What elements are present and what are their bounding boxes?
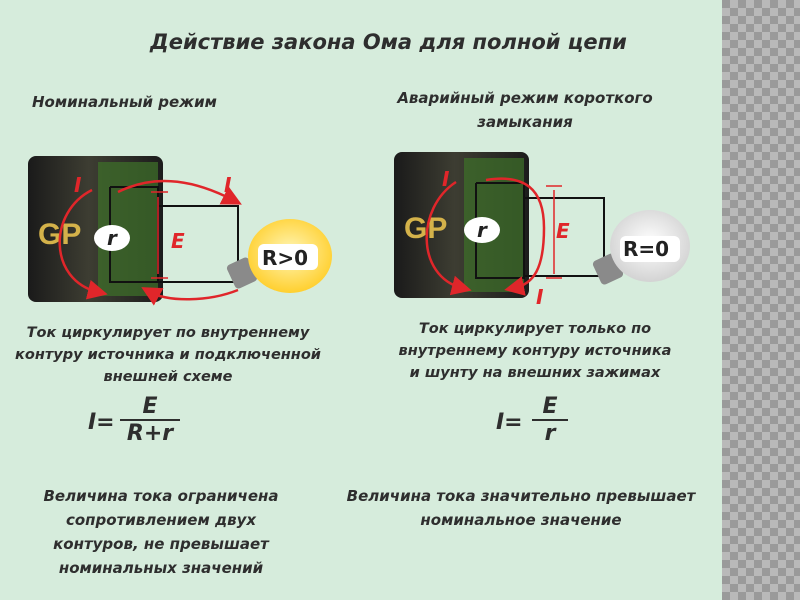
left-conclusion-line: сопротивлением двух: [65, 511, 257, 529]
right-caption: Ток циркулирует только по внутреннему ко…: [380, 318, 690, 384]
emf-label: E: [171, 229, 185, 253]
current-label-inner: I: [442, 167, 450, 191]
left-heading: Номинальный режим: [32, 93, 217, 111]
right-formula-denominator: r: [544, 421, 556, 446]
left-conclusion: Величина тока ограничена сопротивлением …: [16, 484, 306, 580]
internal-resistance-badge: [94, 225, 130, 251]
current-loop-shunt: [485, 177, 546, 296]
load-label: R>0: [262, 246, 308, 270]
current-label-shunt: I: [536, 285, 544, 309]
emf-label: E: [556, 219, 570, 243]
left-formula-fraction: E R+r: [120, 394, 180, 446]
right-heading-line: Аварийный режим короткого: [397, 89, 653, 107]
internal-resistance-badge: [464, 217, 500, 243]
right-circuit-diagram: GP r E I I R=0: [394, 152, 690, 309]
current-label-outer: I: [224, 173, 232, 197]
right-caption-line: Ток циркулирует только по: [418, 321, 652, 337]
right-formula-numerator: E: [532, 394, 568, 421]
current-loop-outer: [117, 179, 242, 205]
left-formula-numerator: E: [120, 394, 180, 421]
left-caption-line: внешней схеме: [103, 369, 233, 385]
right-caption-line: и шунту на внешних зажимах: [409, 365, 661, 381]
left-formula-denominator: R+r: [126, 421, 174, 446]
external-wire: [158, 205, 239, 283]
right-heading: Аварийный режим короткого замыкания: [360, 86, 690, 134]
current-loop-inner: [58, 188, 108, 300]
external-wire: [524, 197, 605, 277]
internal-resistance-label: r: [477, 218, 488, 242]
right-formula-fraction: E r: [532, 394, 568, 446]
slide: Действие закона Ома для полной цепи Номи…: [0, 0, 722, 600]
slide-side-pattern: [722, 0, 800, 600]
load-label-box: [620, 236, 680, 262]
left-conclusion-line: номинальных значений: [58, 559, 264, 577]
right-conclusion: Величина тока значительно превышает номи…: [326, 484, 716, 532]
right-conclusion-line: номинальное значение: [420, 511, 622, 529]
load-label: R=0: [623, 237, 669, 261]
slide-title: Действие закона Ома для полной цепи: [150, 30, 627, 54]
right-caption-line: внутреннему контуру источника: [398, 343, 672, 359]
left-formula-lhs: I=: [88, 410, 115, 435]
left-caption: Ток циркулирует по внутреннему контуру и…: [8, 322, 328, 388]
right-conclusion-line: Величина тока значительно превышает: [346, 487, 696, 505]
left-caption-line: Ток циркулирует по внутреннему: [26, 325, 310, 341]
left-conclusion-line: Величина тока ограничена: [43, 487, 279, 505]
left-caption-line: контуру источника и подключенной: [15, 347, 321, 363]
right-heading-line: замыкания: [477, 113, 573, 131]
load-label-box: [258, 244, 318, 270]
left-circuit-diagram: GP r E I I R>0: [28, 156, 332, 306]
internal-resistance-label: r: [107, 226, 118, 250]
current-label-inner: I: [74, 173, 82, 197]
left-conclusion-line: контуров, не превышает: [53, 535, 269, 553]
right-formula-lhs: I=: [496, 410, 523, 435]
current-loop-inner: [425, 180, 472, 296]
